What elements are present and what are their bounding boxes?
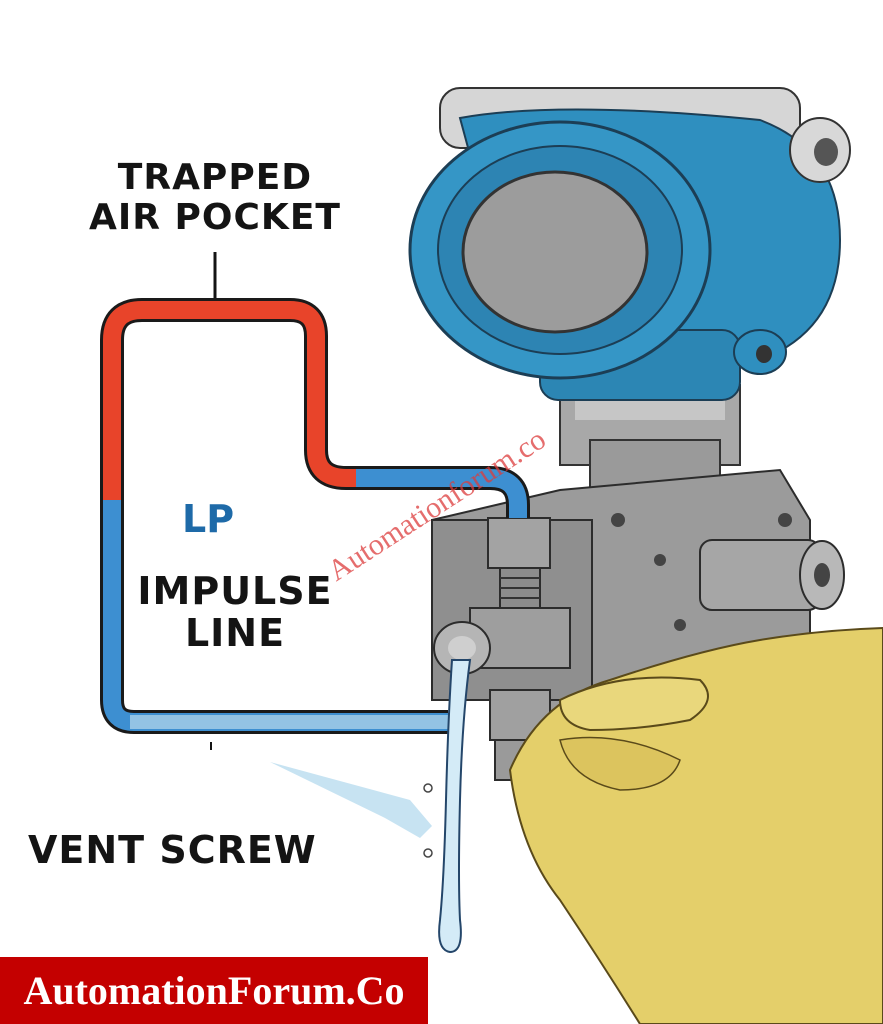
trapped-label-line2: AIR POCKET bbox=[89, 197, 341, 238]
display-window bbox=[461, 170, 649, 334]
impulse-line bbox=[100, 298, 530, 734]
impulse-label-line2: LINE bbox=[184, 611, 286, 655]
lp-label: LP bbox=[182, 497, 235, 541]
brand-banner: AutomationForum.Co bbox=[0, 957, 428, 1024]
air-filled-section bbox=[103, 301, 360, 505]
liquid-drip bbox=[270, 659, 472, 954]
gloved-hand bbox=[508, 626, 883, 1024]
vent-screw-label: VENT SCREW bbox=[28, 828, 317, 872]
trapped-air-pocket-label: TRAPPED AIR POCKET bbox=[40, 160, 390, 240]
brand-text: AutomationForum.Co bbox=[23, 968, 405, 1013]
pressure-transmitter bbox=[408, 87, 851, 401]
impulse-line-label: IMPULSE LINE bbox=[125, 572, 345, 656]
liquid-filled-section bbox=[356, 469, 527, 518]
impulse-label-line1: IMPULSE bbox=[137, 569, 333, 613]
vent-screw bbox=[433, 621, 491, 675]
trapped-label-line1: TRAPPED bbox=[117, 157, 313, 198]
